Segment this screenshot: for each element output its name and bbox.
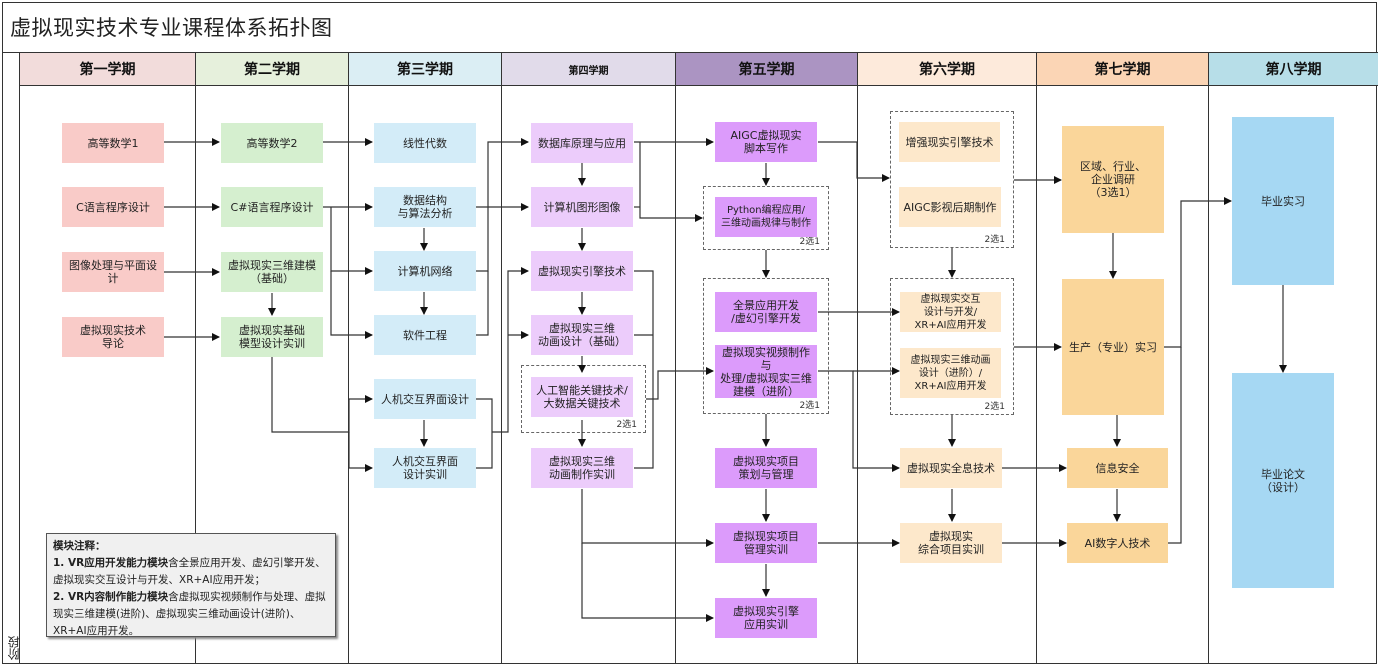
course-node[interactable]: 虚拟现实全息技术 — [900, 448, 1002, 488]
course-node[interactable]: 虚拟现实三维建模 （基础） — [221, 252, 323, 292]
semester-header-5: 第五学期 — [676, 53, 858, 86]
semester-column-6 — [858, 86, 1037, 664]
choice-label: 2选1 — [799, 401, 820, 411]
choice-label: 2选1 — [799, 237, 820, 247]
choice-group-s6-a: 2选1 — [890, 111, 1014, 248]
course-node[interactable]: 软件工程 — [374, 315, 476, 355]
course-node[interactable]: AIGC虚拟现实 脚本写作 — [715, 122, 817, 162]
course-node[interactable]: 虚拟现实项目 管理实训 — [715, 523, 817, 563]
choice-label: 2选1 — [984, 235, 1005, 245]
course-node[interactable]: 人机交互界面 设计实训 — [374, 448, 476, 488]
choice-group-s5-b: 2选1 — [703, 278, 829, 414]
course-node[interactable]: AIGC影视后期制作 — [899, 187, 1001, 227]
choice-label: 2选1 — [616, 420, 637, 430]
course-node[interactable]: 虚拟现实交互 设计与开发/ XR+AI应用开发 — [900, 292, 1001, 332]
semester-header-6: 第六学期 — [858, 53, 1037, 86]
semester-header-1: 第一学期 — [20, 53, 196, 86]
course-node[interactable]: 虚拟现实 综合项目实训 — [900, 523, 1002, 563]
course-node[interactable]: 数据结构 与算法分析 — [374, 187, 476, 227]
course-node[interactable]: Python编程应用/ 三维动画规律与制作 — [715, 197, 817, 237]
semester-header-8: 第八学期 — [1209, 53, 1378, 86]
course-node[interactable]: 计算机网络 — [374, 251, 476, 291]
course-node[interactable]: 高等数学2 — [221, 123, 323, 163]
course-node[interactable]: 人机交互界面设计 — [374, 379, 476, 419]
course-node[interactable]: 虚拟现实视频制作与 处理/虚拟现实三维 建模（进阶） — [715, 345, 817, 398]
course-node[interactable]: C语言程序设计 — [62, 187, 164, 227]
title-divider — [2, 52, 1378, 53]
note-heading: 模块注释： — [53, 540, 106, 552]
course-node[interactable]: 信息安全 — [1067, 448, 1168, 488]
choice-group-s5-a: 2选1 — [703, 186, 829, 250]
course-node[interactable]: 虚拟现实三维动画 设计（进阶）/ XR+AI应用开发 — [900, 348, 1001, 398]
course-node[interactable]: 人工智能关键技术/ 大数据关键技术 — [531, 377, 633, 417]
course-node[interactable]: 计算机图形图像 — [531, 187, 633, 227]
choice-group-s6-b: 2选1 — [890, 278, 1014, 415]
course-node[interactable]: 数据库原理与应用 — [531, 123, 633, 163]
note-item2-text: 含虚拟现实视频制作与处理、虚拟现实三维建模(进阶)、虚拟现实三维动画设计(进阶)… — [53, 591, 326, 637]
course-node[interactable]: 毕业实习 — [1232, 117, 1334, 285]
semester-header-4: 第四学期 — [502, 53, 676, 86]
semester-column-1 — [20, 86, 196, 664]
semester-header-2: 第二学期 — [196, 53, 349, 86]
module-note: 模块注释： 1. VR应用开发能力模块含全景应用开发、虚幻引擎开发、虚拟现实交互… — [46, 533, 336, 637]
course-node[interactable]: 高等数学1 — [62, 123, 164, 163]
course-node[interactable]: 虚拟现实引擎技术 — [531, 251, 633, 291]
course-node[interactable]: AI数字人技术 — [1067, 523, 1168, 563]
course-node[interactable]: 虚拟现实技术 导论 — [62, 317, 164, 357]
course-node[interactable]: 虚拟现实三维 动画制作实训 — [531, 448, 633, 488]
course-node[interactable]: 图像处理与平面设计 — [62, 252, 164, 292]
course-node[interactable]: 毕业论文 （设计） — [1232, 373, 1334, 588]
course-node[interactable]: 虚拟现实基础 模型设计实训 — [221, 317, 323, 357]
course-node[interactable]: 增强现实引擎技术 — [899, 122, 1000, 162]
stage-column: 阶段 — [2, 52, 21, 664]
semester-column-7 — [1037, 86, 1209, 664]
course-node[interactable]: 区域、行业、 企业调研 （3选1） — [1062, 126, 1164, 233]
course-node[interactable]: 生产（专业）实习 — [1062, 279, 1164, 415]
choice-label: 2选1 — [984, 402, 1005, 412]
note-item1-text: 含全景应用开发、虚幻引擎开发、虚拟现实交互设计与开发、XR+AI应用开发； — [53, 557, 326, 586]
course-node[interactable]: 虚拟现实项目 策划与管理 — [715, 448, 817, 488]
page-title: 虚拟现实技术专业课程体系拓扑图 — [10, 16, 333, 40]
course-node[interactable]: 虚拟现实三维 动画设计（基础） — [531, 315, 633, 355]
course-node[interactable]: 虚拟现实引擎 应用实训 — [715, 598, 817, 638]
semester-header-7: 第七学期 — [1037, 53, 1209, 86]
course-node[interactable]: C#语言程序设计 — [221, 187, 323, 227]
semester-column-3 — [349, 86, 502, 664]
course-node[interactable]: 线性代数 — [374, 123, 476, 163]
course-node[interactable]: 全景应用开发 /虚幻引擎开发 — [715, 292, 817, 332]
semester-header-3: 第三学期 — [349, 53, 502, 86]
note-item1-title: 1. VR应用开发能力模块 — [53, 557, 169, 569]
note-item2-title: 2. VR内容制作能力模块 — [53, 591, 169, 603]
